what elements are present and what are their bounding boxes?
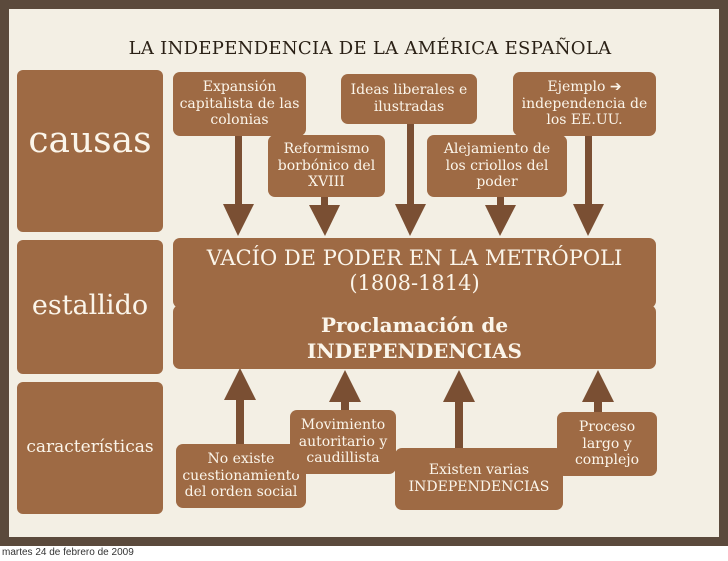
cause-expansion-line3: colonias <box>210 112 269 129</box>
char-no-existe-line3: del orden social <box>184 484 298 501</box>
char-existen-line1: Existen varias <box>428 462 530 479</box>
cause-reformismo-line2: borbónico del <box>277 157 376 174</box>
cause-expansion-line1: Expansión <box>202 79 277 96</box>
cause-alejamiento-line1: Alejamiento de <box>443 141 551 158</box>
char-proceso-line2: largo y <box>582 435 632 452</box>
cause-reformismo-line1: Reformismo <box>283 141 370 158</box>
char-movimiento-line3: caudillista <box>306 450 380 467</box>
section-estallido: estallido <box>17 240 163 374</box>
cause-alejamiento-line3: poder <box>476 174 518 191</box>
char-movimiento-line2: autoritario y <box>298 433 388 450</box>
section-caracteristicas-label: características <box>26 437 154 457</box>
arrow-down-expansion <box>223 136 254 236</box>
arrow-up-proceso <box>582 370 614 412</box>
char-proceso-line3: complejo <box>574 452 640 469</box>
cause-alejamiento-line2: los criollos del <box>445 157 549 174</box>
char-no-existe-line1: No existe <box>207 451 275 468</box>
slide-frame <box>0 0 728 546</box>
vacio-line1: VACÍO DE PODER EN LA METRÓPOLI <box>206 246 623 270</box>
cause-reformismo-line3: XVIII <box>308 174 345 191</box>
section-causas-label: causas <box>28 120 152 161</box>
cause-ideas-line1: Ideas liberales e <box>350 82 468 99</box>
vacio-de-poder: VACÍO DE PODER EN LA METRÓPOLI(1808-1814… <box>173 238 656 308</box>
proclamacion-line1: Proclamación de <box>320 313 509 337</box>
char-no-existe-line2: cuestionamiento <box>182 467 300 484</box>
cause-ideas-line2: ilustradas <box>373 99 445 115</box>
cause-ejemplo-line2: independencia de <box>521 95 648 112</box>
cause-ejemplo-line3: los EE.UU. <box>546 112 623 129</box>
slide-title: LA INDEPENDENCIA DE LA AMÉRICA ESPAÑOLA <box>128 38 612 59</box>
char-movimiento-line1: Movimiento <box>300 417 386 434</box>
arrow-up-existen <box>443 370 475 448</box>
arrow-up-no-existe <box>224 368 256 444</box>
vacio-line2: (1808-1814) <box>349 271 480 296</box>
section-caracteristicas: características <box>17 382 163 514</box>
proclamacion-line2: INDEPENDENCIAS <box>307 339 522 363</box>
footer-date: martes 24 de febrero de 2009 <box>2 547 134 558</box>
section-causas: causas <box>17 70 163 232</box>
arrow-down-ideas <box>395 124 426 236</box>
arrow-down-alejamiento <box>485 196 516 236</box>
char-existen-line2: INDEPENDENCIAS <box>408 479 550 495</box>
arrow-up-movimiento <box>329 370 361 410</box>
arrow-down-ejemplo <box>573 136 604 236</box>
arrow-down-reformismo <box>309 196 340 236</box>
cause-ejemplo-line1: Ejemplo ➔ <box>547 79 622 96</box>
char-proceso-line1: Proceso <box>578 419 636 436</box>
section-estallido-label: estallido <box>31 290 149 321</box>
cause-expansion-line2: capitalista de las <box>179 95 300 112</box>
